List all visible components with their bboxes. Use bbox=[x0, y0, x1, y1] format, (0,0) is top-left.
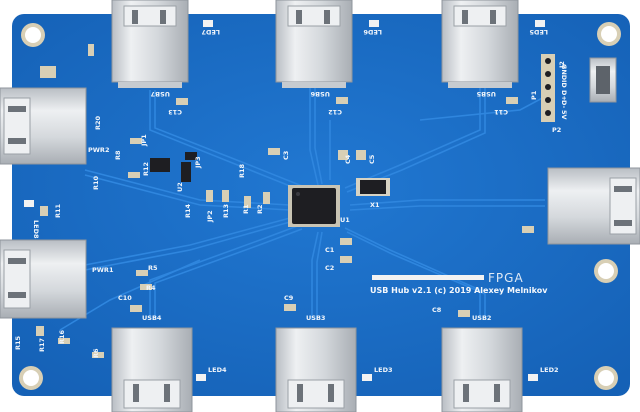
usb5-port bbox=[441, 0, 519, 88]
label-r20: R20 bbox=[94, 115, 102, 130]
label-c5: C5 bbox=[368, 154, 376, 164]
header-pins bbox=[541, 54, 555, 122]
label-dm: D- bbox=[560, 100, 568, 109]
label-r6: R6 bbox=[92, 348, 100, 358]
label-r18: R18 bbox=[238, 163, 246, 178]
label-r16: R16 bbox=[58, 329, 66, 344]
label-r10: R10 bbox=[92, 175, 100, 190]
main-controller-chip bbox=[288, 185, 340, 227]
label-jp3: JP3 bbox=[194, 156, 202, 169]
label-r12: R12 bbox=[142, 162, 150, 176]
label-r13: R13 bbox=[222, 204, 230, 218]
mounting-holes bbox=[19, 22, 621, 390]
silk-bar bbox=[372, 275, 484, 280]
label-usb4: USB4 bbox=[142, 314, 162, 322]
label-usb3: USB3 bbox=[306, 314, 325, 322]
label-5v: 5V bbox=[560, 110, 568, 120]
label-usb7: USB7 bbox=[151, 90, 170, 98]
label-jp1: JP1 bbox=[140, 134, 148, 147]
label-led5: LED5 bbox=[529, 28, 548, 36]
label-j2: J2 bbox=[558, 61, 566, 69]
label-r17: R17 bbox=[38, 338, 46, 352]
label-led3: LED3 bbox=[374, 366, 393, 374]
label-gnd: GND bbox=[560, 64, 568, 81]
label-r11: R11 bbox=[54, 203, 62, 218]
label-led6: LED6 bbox=[363, 28, 382, 36]
label-r8: R8 bbox=[114, 150, 122, 160]
label-r1: R1 bbox=[242, 204, 250, 214]
usb7-port bbox=[111, 0, 189, 88]
label-c8: C8 bbox=[432, 306, 442, 314]
crystal-oscillator bbox=[356, 178, 390, 196]
label-r5: R5 bbox=[148, 264, 158, 272]
label-u2: U2 bbox=[176, 182, 184, 192]
pwr1-port bbox=[0, 239, 87, 319]
label-led2: LED2 bbox=[540, 366, 559, 374]
label-usb6: USB6 bbox=[310, 90, 330, 98]
label-c2: C2 bbox=[325, 264, 334, 272]
label-id: ID bbox=[560, 80, 568, 88]
label-r15: R15 bbox=[14, 335, 22, 350]
label-p1: P1 bbox=[530, 90, 538, 100]
status-leds bbox=[24, 20, 545, 381]
pcb-traces bbox=[59, 84, 549, 331]
pwr2-port bbox=[0, 87, 87, 165]
label-x1: X1 bbox=[370, 201, 380, 209]
label-usb5: USB5 bbox=[476, 90, 496, 98]
label-dp: D+ bbox=[560, 90, 568, 101]
label-p2: P2 bbox=[552, 126, 561, 134]
label-c10: C10 bbox=[118, 294, 132, 302]
usb4-port bbox=[111, 327, 193, 412]
fpga-logo-text: FPGA bbox=[488, 271, 524, 285]
label-pwr2: PWR2 bbox=[88, 146, 109, 154]
label-usb2: USB2 bbox=[472, 314, 491, 322]
usb3-port bbox=[275, 327, 357, 412]
label-c12: C12 bbox=[328, 108, 342, 116]
label-r4: R4 bbox=[146, 284, 156, 292]
label-r14: R14 bbox=[184, 203, 192, 218]
label-c13: C13 bbox=[168, 108, 182, 116]
smd-components bbox=[36, 44, 534, 358]
board-credit-text: USB Hub v2.1 (c) 2019 Alexey Melnikov bbox=[370, 286, 548, 295]
micro-usb-connector bbox=[589, 57, 617, 103]
label-u1: U1 bbox=[340, 216, 350, 224]
usb6-port bbox=[275, 0, 353, 88]
label-jp2: JP2 bbox=[206, 210, 214, 223]
label-r2: R2 bbox=[256, 204, 264, 214]
label-c1: C1 bbox=[325, 246, 335, 254]
label-pwr1: PWR1 bbox=[92, 266, 114, 274]
label-c3: C3 bbox=[282, 151, 290, 160]
label-led4: LED4 bbox=[208, 366, 227, 374]
label-c4: C4 bbox=[344, 154, 352, 164]
label-led8: LED8 bbox=[32, 220, 40, 239]
label-c11: C11 bbox=[494, 108, 508, 116]
label-c9: C9 bbox=[284, 294, 294, 302]
label-led7: LED7 bbox=[201, 28, 220, 36]
usb1-port bbox=[547, 167, 640, 245]
usb2-port bbox=[441, 327, 523, 412]
